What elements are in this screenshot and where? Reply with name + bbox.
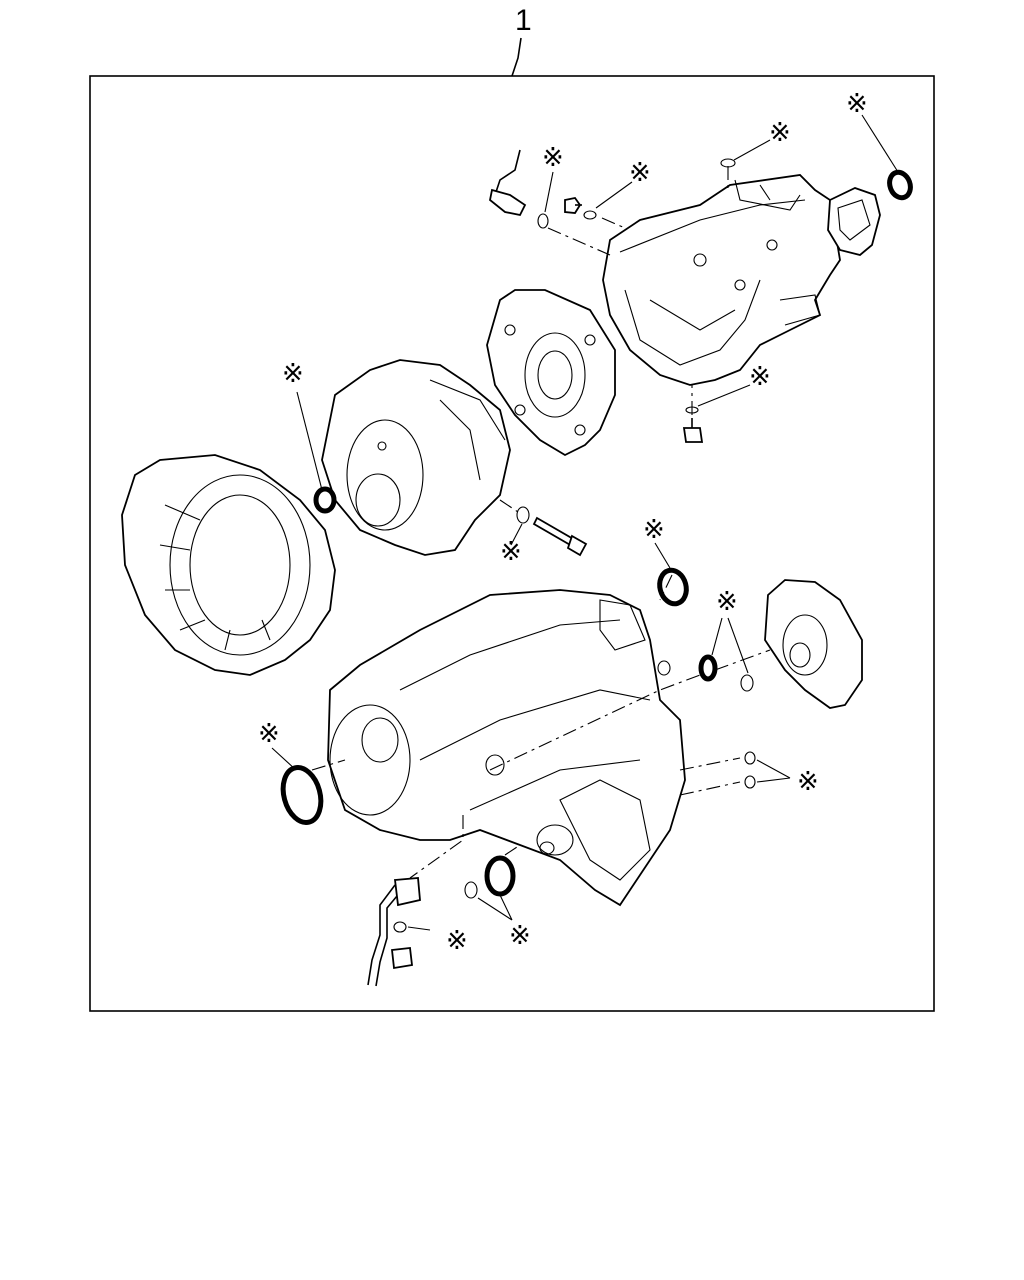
kit-marker-12: ※: [446, 926, 468, 956]
kit-marker-3: ※: [542, 143, 564, 173]
alignment-line-2: [601, 217, 626, 229]
transfer-case-assembly: [327, 589, 686, 907]
kit-marker-8: ※: [643, 515, 665, 545]
o-ring-side-2: [744, 775, 756, 789]
alignment-line-5: [499, 499, 519, 513]
o-ring-output-2: [740, 674, 754, 692]
diagram-frame: [89, 75, 935, 1012]
o-ring-bottom: [464, 881, 478, 899]
callout-leader-line: [511, 37, 522, 77]
oil-seal-lower-left: [280, 765, 324, 825]
oil-seal-front: [313, 486, 337, 514]
kit-marker-5: ※: [749, 362, 771, 392]
intermediate-plate: [486, 289, 616, 457]
oil-seal-top-right: [887, 169, 913, 201]
transmission-case: [321, 359, 511, 556]
washer-bolt: [516, 506, 530, 524]
large-oil-seal: [657, 567, 689, 607]
drain-bolt: [682, 418, 704, 443]
alignment-line-7: [311, 759, 346, 771]
oil-seal-bottom: [484, 855, 516, 897]
kit-marker-4: ※: [629, 158, 651, 188]
o-ring-top-1: [583, 210, 597, 220]
bolt-plug-top: [564, 197, 582, 214]
rear-extension-housing: [602, 174, 841, 386]
alignment-line-12: [409, 815, 464, 879]
kit-marker-10: ※: [258, 719, 280, 749]
position-sensor-harness: [367, 877, 421, 987]
long-bolt: [532, 516, 588, 557]
kit-marker-11: ※: [797, 767, 819, 797]
kit-marker-6: ※: [282, 359, 304, 389]
alignment-line-8: [489, 674, 701, 771]
oil-seal-output: [698, 654, 718, 682]
sensor-washer: [393, 921, 407, 933]
kit-marker-13: ※: [509, 921, 531, 951]
o-ring-output-1: [657, 660, 671, 676]
callout-number-1: 1: [515, 4, 532, 37]
o-ring-top-2: [720, 158, 736, 168]
alignment-line-1: [547, 227, 611, 256]
alignment-line-10: [679, 757, 741, 771]
alignment-line-6: [659, 574, 673, 601]
gasket-washer-1: [537, 213, 549, 229]
kit-marker-9: ※: [716, 587, 738, 617]
kit-markers: ※ ※ ※ ※ ※ ※ ※ ※ ※ ※ ※ ※ ※: [258, 89, 899, 956]
alignment-line-9: [714, 649, 771, 671]
kit-marker-7: ※: [500, 537, 522, 567]
rear-cover-plate: [827, 187, 881, 256]
rear-output-cover: [764, 579, 863, 709]
alignment-line-11: [679, 781, 741, 796]
kit-marker-1: ※: [846, 89, 868, 119]
o-ring-side-1: [744, 751, 756, 765]
alignment-line-13: [504, 844, 521, 856]
kit-marker-2: ※: [769, 118, 791, 148]
bell-housing: [121, 454, 336, 676]
speed-sensor-connector: [489, 149, 527, 217]
